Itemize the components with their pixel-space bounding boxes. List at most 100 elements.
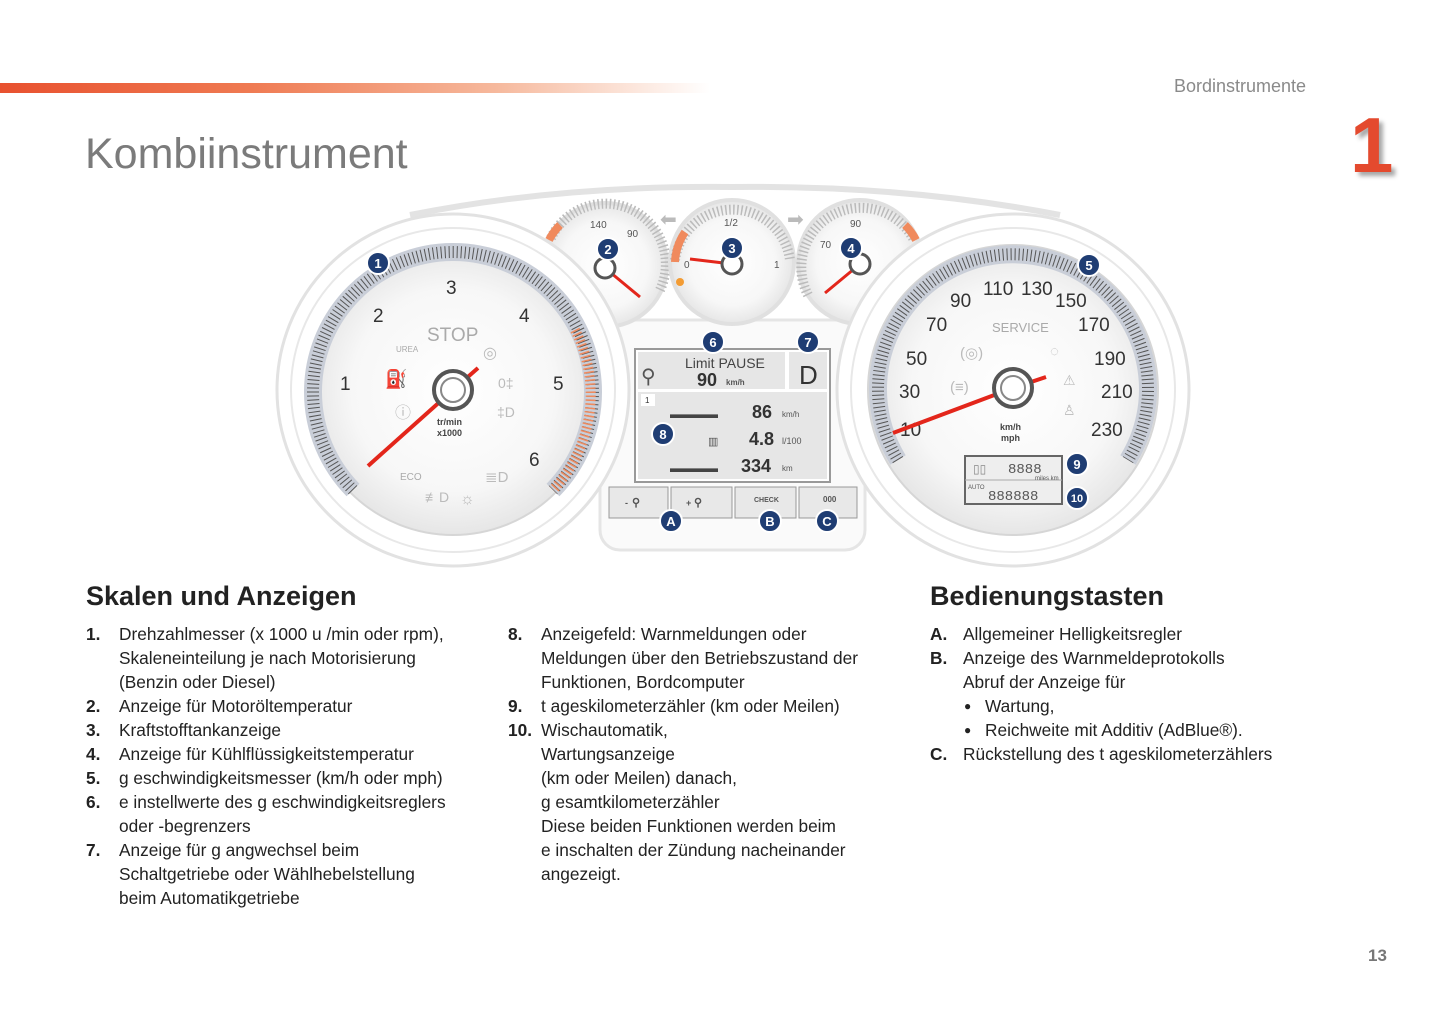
- svg-text:AUTO: AUTO: [968, 485, 985, 491]
- list-item-number: 2.: [86, 696, 101, 716]
- list-item: 2. Anzeige für Motoröltemperatur: [86, 694, 486, 718]
- svg-text:5: 5: [1085, 258, 1092, 273]
- list-item: 6.e instellwerte des g eschwindigkeitsre…: [86, 790, 486, 838]
- svg-text:130: 130: [1021, 279, 1053, 300]
- text-line: Kraftstofftankanzeige: [119, 720, 282, 740]
- svg-text:☼: ☼: [460, 491, 475, 508]
- svg-text:◎: ◎: [483, 345, 497, 362]
- text-line: Wartungsanzeige: [541, 744, 675, 764]
- list-item-number: C.: [930, 744, 948, 764]
- callout-2: 2: [596, 237, 620, 261]
- text-line: Anzeige für Kühlflüssigkeitstemperatur: [119, 744, 414, 764]
- callout-10: 10: [1065, 486, 1089, 510]
- svg-text:90: 90: [950, 291, 971, 312]
- text-line: t ageskilometerzähler (km oder Meilen): [541, 696, 840, 716]
- list-item: 5. g eschwindigkeitsmesser (km/h oder mph…: [86, 766, 486, 790]
- list-item-text: Drehzahlmesser (x 1000 u /min oder rpm),…: [119, 622, 444, 694]
- svg-text:334: 334: [741, 456, 771, 476]
- list-item-text: Rückstellung des t ageskilometerzählers: [963, 742, 1272, 766]
- svg-text:UREA: UREA: [396, 345, 419, 354]
- svg-text:8888: 8888: [1008, 462, 1042, 478]
- list-item: 4.Anzeige für Kühlflüssigkeitstemperatur: [86, 742, 486, 766]
- text-line: Wischautomatik,: [541, 720, 668, 740]
- callout-1: 1: [366, 251, 390, 275]
- bullet-text: Reichweite mit Additiv (AdBlue®).: [985, 720, 1243, 740]
- text-line: Skaleneinteilung je nach Motorisierung: [119, 648, 416, 668]
- svg-text:3: 3: [446, 278, 457, 299]
- brightness-plus-button[interactable]: [670, 486, 733, 519]
- svg-text:SERVICE: SERVICE: [992, 320, 1049, 335]
- callout-9: 9: [1065, 452, 1089, 476]
- text-line: Abruf der Anzeige für: [963, 672, 1126, 692]
- svg-text:110: 110: [983, 279, 1013, 300]
- svg-text:x1000: x1000: [437, 428, 462, 438]
- text-line: e inschalten der Zündung nacheinander: [541, 840, 846, 860]
- svg-text:km/h: km/h: [1000, 422, 1021, 432]
- svg-text:♙: ♙: [1063, 402, 1076, 418]
- text-line: Anzeige für Motoröltemperatur: [119, 696, 353, 716]
- svg-text:ⓘ: ⓘ: [395, 404, 411, 422]
- svg-text:50: 50: [906, 349, 927, 370]
- list-item-text: g eschwindigkeitsmesser (km/h oder mph): [119, 766, 443, 790]
- heading-gauges: Skalen und Anzeigen: [86, 581, 357, 611]
- svg-text:4: 4: [519, 306, 530, 327]
- text-line: Anzeige für g angwechsel beim: [119, 840, 360, 860]
- list-item: C. Rückstellung des t ageskilometerzähler…: [930, 742, 1350, 766]
- svg-text:▥: ▥: [708, 436, 718, 448]
- svg-text:⚠: ⚠: [1063, 372, 1076, 388]
- svg-text:70: 70: [926, 315, 947, 336]
- list-item: 3.Kraftstofftankanzeige: [86, 718, 486, 742]
- svg-text:⚲: ⚲: [641, 366, 656, 388]
- text-line: Allgemeiner Helligkeitsregler: [963, 624, 1182, 644]
- bullet-item: ● Reichweite mit Additiv (AdBlue®).: [930, 718, 1350, 742]
- page-title: Kombiinstrument: [85, 130, 408, 178]
- svg-text:230: 230: [1091, 420, 1123, 441]
- list-item-number: 7.: [86, 840, 101, 860]
- list-item: A. Allgemeiner Helligkeitsregler: [930, 622, 1350, 646]
- text-line: Funktionen, Bordcomputer: [541, 672, 745, 692]
- svg-text:4.8: 4.8: [749, 429, 774, 449]
- list-item-number: A.: [930, 624, 948, 644]
- list-item-number: 5.: [86, 768, 101, 788]
- svg-text:B: B: [765, 514, 774, 529]
- svg-text:CHECK: CHECK: [754, 497, 779, 504]
- text-line: Diese beiden Funktionen werden beim: [541, 816, 836, 836]
- gauges-list: 1.Drehzahlmesser (x 1000 u /min oder rpm…: [86, 622, 486, 910]
- callout-5: 5: [1077, 253, 1101, 277]
- list-item: 9.t ageskilometerzähler (km oder Meilen): [508, 694, 908, 718]
- svg-text:5: 5: [553, 374, 564, 395]
- svg-text:7: 7: [804, 335, 811, 350]
- svg-text:≢D: ≢D: [425, 489, 449, 505]
- text-line: angezeigt.: [541, 864, 621, 884]
- svg-text:≣D: ≣D: [485, 469, 509, 486]
- callout-7: 7: [796, 330, 820, 354]
- svg-text:mph: mph: [1001, 433, 1020, 443]
- bullet-icon: ●: [964, 723, 972, 737]
- speed-needle: [892, 386, 1014, 435]
- chapter-number: 1: [1350, 101, 1393, 189]
- brightness-minus-button[interactable]: [608, 486, 669, 519]
- svg-text:0‡: 0‡: [498, 375, 514, 391]
- bullet-item: ●Wartung,: [930, 694, 1350, 718]
- page-number: 13: [1368, 946, 1387, 965]
- text-line: beim Automatikgetriebe: [119, 888, 300, 908]
- svg-text:86: 86: [752, 402, 772, 422]
- callout-c: C: [815, 509, 839, 533]
- text-line: Drehzahlmesser (x 1000 u /min oder rpm),: [119, 624, 444, 644]
- svg-text:▬▬▬▬: ▬▬▬▬: [670, 461, 718, 475]
- fuel-gauge: 1/2 0 1: [668, 198, 796, 326]
- svg-text:0: 0: [684, 260, 690, 271]
- svg-text:2: 2: [373, 306, 384, 327]
- svg-text:1: 1: [340, 374, 351, 395]
- callout-8: 8: [651, 422, 675, 446]
- svg-text:70: 70: [820, 240, 832, 251]
- svg-text:miles km: miles km: [1035, 476, 1059, 482]
- svg-text:D: D: [799, 360, 818, 390]
- svg-text:150: 150: [1055, 291, 1087, 312]
- list-item-text: Anzeige für Motoröltemperatur: [119, 694, 352, 718]
